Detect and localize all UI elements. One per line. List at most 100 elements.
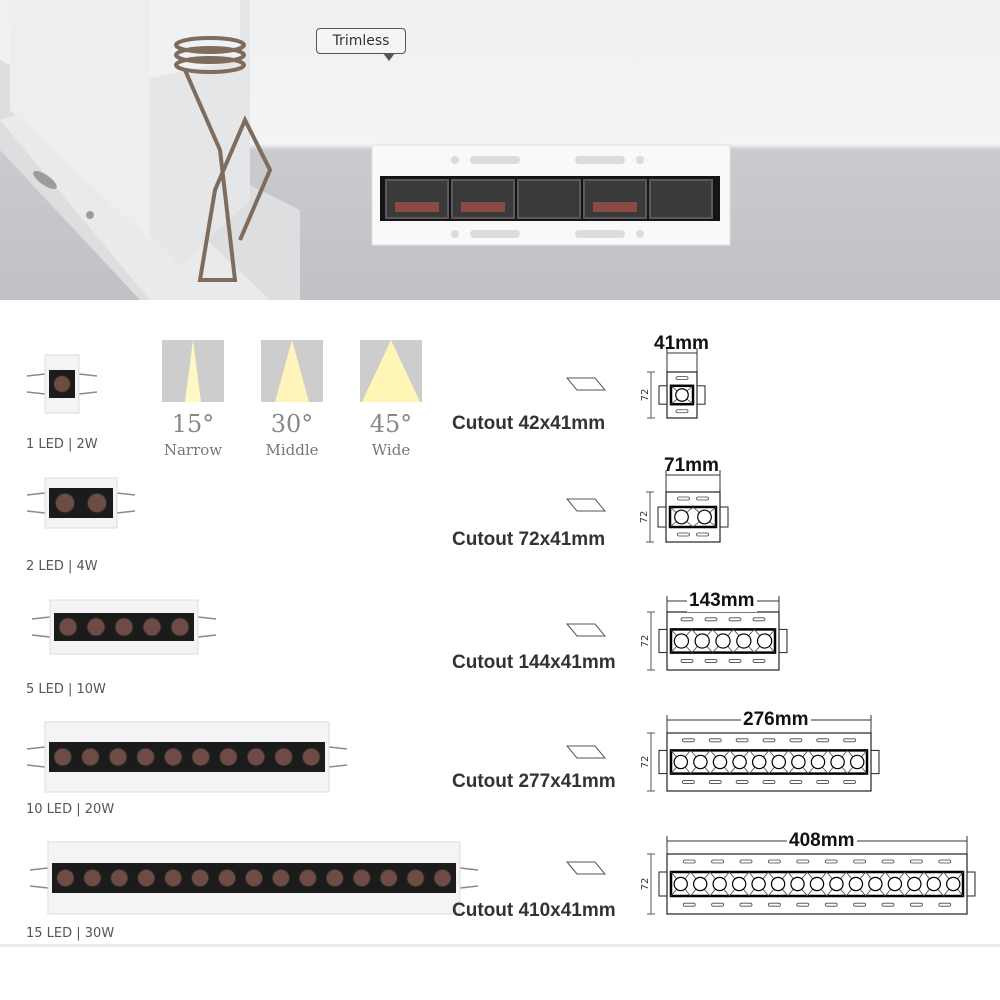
- thumbnail-led: [114, 617, 134, 637]
- thumbnail-led: [271, 868, 291, 888]
- dimension-drawing-10led: 72: [640, 715, 880, 792]
- model-label-10led: 10 LED | 20W: [26, 802, 115, 817]
- dimension-drawing-5led: 72: [640, 596, 788, 671]
- mount-slot: [881, 902, 895, 907]
- mount-slot: [735, 738, 749, 743]
- thumbnail-led: [58, 617, 78, 637]
- led-cell: [809, 876, 825, 892]
- thumbnail-led: [54, 492, 76, 514]
- led-cell: [907, 876, 922, 892]
- bottom-divider: [0, 944, 1000, 947]
- led-cell: [868, 876, 883, 892]
- cutout-label-1led: Cutout 42x41mm: [452, 413, 606, 434]
- mount-slot: [735, 780, 749, 784]
- model-label-5led: 5 LED | 10W: [26, 682, 106, 697]
- beam-cone-middle: [261, 340, 323, 406]
- thumbnail-led: [246, 747, 266, 767]
- led-cell: [673, 876, 688, 892]
- mount-slot: [680, 659, 694, 663]
- thumbnail-led: [163, 747, 183, 767]
- mount-slot: [938, 902, 952, 907]
- led-cell: [712, 754, 728, 770]
- width-label-5led: 143mm: [687, 590, 757, 612]
- mount-slot: [696, 496, 709, 501]
- led-cell: [673, 754, 689, 770]
- mount-slot: [768, 902, 781, 907]
- clip-right: [870, 749, 880, 775]
- mount-slot: [752, 617, 766, 622]
- height-label: 72: [639, 511, 650, 524]
- thumbnail-led: [406, 868, 425, 888]
- dimension-drawing-1led: 72: [640, 348, 706, 419]
- thumbnail-led: [301, 747, 321, 767]
- mount-slot: [796, 902, 810, 907]
- mount-slot: [843, 738, 856, 743]
- thumbnail-5led: [31, 599, 217, 655]
- cutout-icon-1led: [565, 377, 607, 391]
- thumbnail-led: [164, 868, 183, 888]
- thumbnail-led: [433, 868, 452, 888]
- thumbnail-1led: [26, 354, 98, 414]
- dimension-drawing-2led: 72: [639, 470, 729, 543]
- beam-cone-narrow: [162, 340, 224, 406]
- clip-left: [658, 871, 668, 897]
- mount-slot: [789, 780, 803, 784]
- thumbnail-led: [191, 868, 210, 888]
- width-label-1led: 41mm: [654, 333, 709, 354]
- cutout-shape-icons: [565, 377, 607, 637]
- led-cell: [673, 633, 690, 649]
- mount-slot: [881, 859, 895, 864]
- product-hero: [0, 0, 1000, 300]
- led-cell: [692, 876, 708, 892]
- trimless-callout: Trimless: [316, 28, 406, 61]
- clip-left: [658, 385, 668, 405]
- width-label-2led: 71mm: [664, 455, 719, 476]
- mount-slot: [708, 738, 722, 743]
- thumbnail-led: [325, 868, 344, 888]
- led-cell: [731, 876, 747, 892]
- mount-slot: [682, 738, 695, 743]
- mount-slot: [682, 902, 696, 907]
- mount-slot: [728, 617, 742, 622]
- mount-slot: [816, 780, 830, 784]
- cutout-icon-10led: [565, 745, 607, 759]
- mount-slot: [708, 780, 722, 784]
- cutout-label-5led: Cutout 144x41mm: [452, 652, 616, 673]
- beam-name-middle: Middle: [265, 441, 319, 459]
- led-cell: [674, 509, 689, 525]
- thumbnail-led: [298, 868, 317, 888]
- mount-slot: [696, 532, 709, 537]
- led-cell: [675, 388, 689, 402]
- mount-slot: [843, 780, 856, 784]
- cutout-icon-2led: [565, 498, 607, 512]
- thumbnail-led: [108, 747, 128, 767]
- led-cell: [751, 876, 766, 892]
- thumbnail-led: [352, 868, 371, 888]
- thumbnail-led: [110, 868, 129, 888]
- mount-slot: [910, 902, 923, 907]
- thumbnail-led: [86, 617, 106, 637]
- model-label-15led: 15 LED | 30W: [26, 926, 115, 941]
- mount-slot: [824, 859, 838, 864]
- led-cell: [926, 876, 942, 892]
- cutout-label-15led: Cutout 410x41mm: [452, 900, 616, 921]
- product-thumbnails: [26, 354, 479, 915]
- cutout-label-10led: Cutout 277x41mm: [452, 771, 616, 792]
- led-cell: [849, 754, 865, 770]
- beam-angle-middle: 30°: [270, 410, 314, 438]
- mount-slot: [677, 496, 690, 501]
- thumbnail-led: [217, 868, 237, 888]
- width-label-15led: 408mm: [787, 830, 857, 852]
- led-cell: [751, 754, 767, 770]
- mount-slot: [853, 859, 866, 864]
- clip-right: [778, 628, 788, 654]
- led-cell: [756, 633, 773, 649]
- thumbnail-led: [137, 868, 156, 888]
- thumbnail-led: [53, 747, 73, 767]
- thumbnail-led: [56, 868, 75, 888]
- mount-slot: [682, 780, 695, 784]
- beam-name-narrow: Narrow: [163, 441, 223, 459]
- led-cell: [848, 876, 864, 892]
- mount-slot: [938, 859, 952, 864]
